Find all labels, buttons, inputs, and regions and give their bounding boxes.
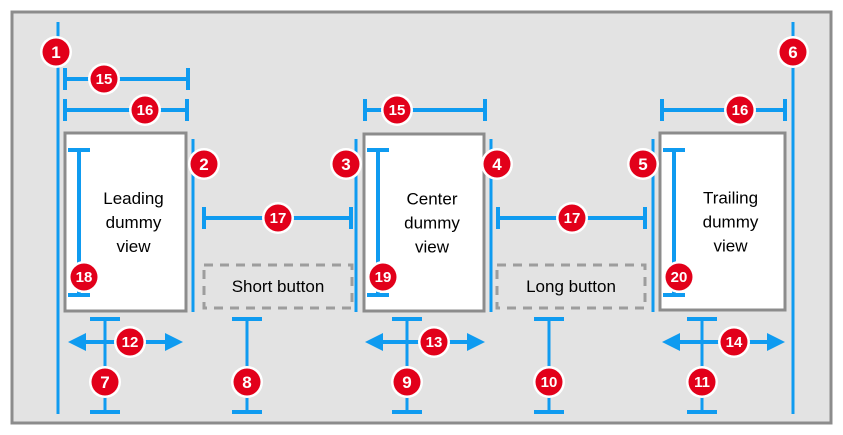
- badge-4-disc: [483, 150, 511, 178]
- dim-16-leading: [63, 99, 189, 121]
- badge-15-label: 15: [96, 71, 113, 88]
- badge-19-label: 17: [270, 210, 287, 227]
- badge-22[interactable]: 19: [367, 261, 399, 293]
- badge-19[interactable]: 17: [262, 202, 294, 234]
- badge-12-label: 12: [122, 334, 139, 351]
- badge-18[interactable]: 16: [724, 94, 756, 126]
- long-button-label: Long button: [526, 277, 616, 296]
- badge-4[interactable]: 4: [481, 148, 513, 180]
- dim-13-left-arrowhead: [365, 333, 383, 351]
- badge-5-disc: [629, 150, 657, 178]
- badge-5[interactable]: 5: [627, 148, 659, 180]
- badge-20-disc: [558, 204, 586, 232]
- badge-10[interactable]: 10: [533, 366, 565, 398]
- badge-11-label: 11: [694, 374, 710, 391]
- badge-10-label: 10: [541, 374, 558, 391]
- badge-1-label: 1: [51, 43, 60, 62]
- badge-15-disc: [90, 65, 118, 93]
- badge-12-disc: [116, 328, 144, 356]
- dim-12-left-arrowhead: [68, 333, 86, 351]
- badge-1[interactable]: 1: [40, 36, 72, 68]
- badge-14-disc: [720, 328, 748, 356]
- badge-22-disc: [369, 263, 397, 291]
- badge-16-disc: [131, 96, 159, 124]
- badge-17-label: 15: [389, 102, 406, 119]
- badge-5-label: 5: [638, 155, 647, 174]
- badge-17[interactable]: 15: [381, 94, 413, 126]
- badge-3[interactable]: 3: [330, 148, 362, 180]
- badge-4-label: 4: [492, 155, 502, 174]
- short-button[interactable]: Short button: [202, 263, 354, 310]
- badge-16-label: 16: [137, 102, 154, 119]
- badge-15[interactable]: 15: [88, 63, 120, 95]
- badge-6-label: 6: [788, 43, 797, 62]
- dim-14-right-arrowhead: [767, 333, 785, 351]
- badge-9[interactable]: 9: [391, 366, 423, 398]
- badge-16[interactable]: 16: [129, 94, 161, 126]
- badge-9-disc: [393, 368, 421, 396]
- badge-21-label: 18: [76, 269, 93, 286]
- badge-23[interactable]: 20: [663, 261, 695, 293]
- badge-10-disc: [535, 368, 563, 396]
- badge-6-disc: [779, 38, 807, 66]
- badge-2[interactable]: 2: [188, 148, 220, 180]
- badge-7[interactable]: 7: [89, 366, 121, 398]
- badge-17-disc: [383, 96, 411, 124]
- dim-13-right-arrowhead: [467, 333, 485, 351]
- badge-18-label: 16: [732, 102, 749, 119]
- badge-3-disc: [332, 150, 360, 178]
- badge-13[interactable]: 13: [418, 326, 450, 358]
- badge-1-disc: [42, 38, 70, 66]
- badge-6[interactable]: 6: [777, 36, 809, 68]
- badge-13-label: 13: [426, 334, 443, 351]
- short-button-outline: [202, 263, 354, 310]
- badge-11[interactable]: 11: [686, 366, 718, 398]
- badge-22-label: 19: [375, 269, 392, 286]
- badge-20[interactable]: 17: [556, 202, 588, 234]
- dim-16-trailing: [660, 99, 787, 121]
- badge-9-label: 9: [402, 373, 411, 392]
- dim-14-left-arrowhead: [662, 333, 680, 351]
- badge-3-label: 3: [341, 155, 350, 174]
- badge-2-disc: [190, 150, 218, 178]
- buttons-layer: Short button Long button: [202, 263, 647, 310]
- badge-21-disc: [70, 263, 98, 291]
- dim-15-leading: [63, 68, 190, 90]
- badge-23-disc: [665, 263, 693, 291]
- badge-13-disc: [420, 328, 448, 356]
- arrow-dimensions-layer: [68, 333, 785, 351]
- badge-18-disc: [726, 96, 754, 124]
- long-button[interactable]: Long button: [495, 263, 647, 310]
- badge-7-disc: [91, 368, 119, 396]
- badge-20-label: 17: [564, 210, 581, 227]
- badge-8-disc: [233, 368, 261, 396]
- badge-2-label: 2: [199, 155, 208, 174]
- badge-8[interactable]: 8: [231, 366, 263, 398]
- badge-21[interactable]: 18: [68, 261, 100, 293]
- badge-12[interactable]: 12: [114, 326, 146, 358]
- long-button-outline: [495, 263, 647, 310]
- badge-8-label: 8: [242, 373, 251, 392]
- dim-12-right-arrowhead: [165, 333, 183, 351]
- short-button-label: Short button: [232, 277, 325, 296]
- badge-7-label: 7: [100, 373, 109, 392]
- badge-19-disc: [264, 204, 292, 232]
- badge-11-disc: [688, 368, 716, 396]
- badge-14[interactable]: 14: [718, 326, 750, 358]
- badge-14-label: 14: [726, 334, 743, 351]
- badge-23-label: 20: [671, 269, 688, 286]
